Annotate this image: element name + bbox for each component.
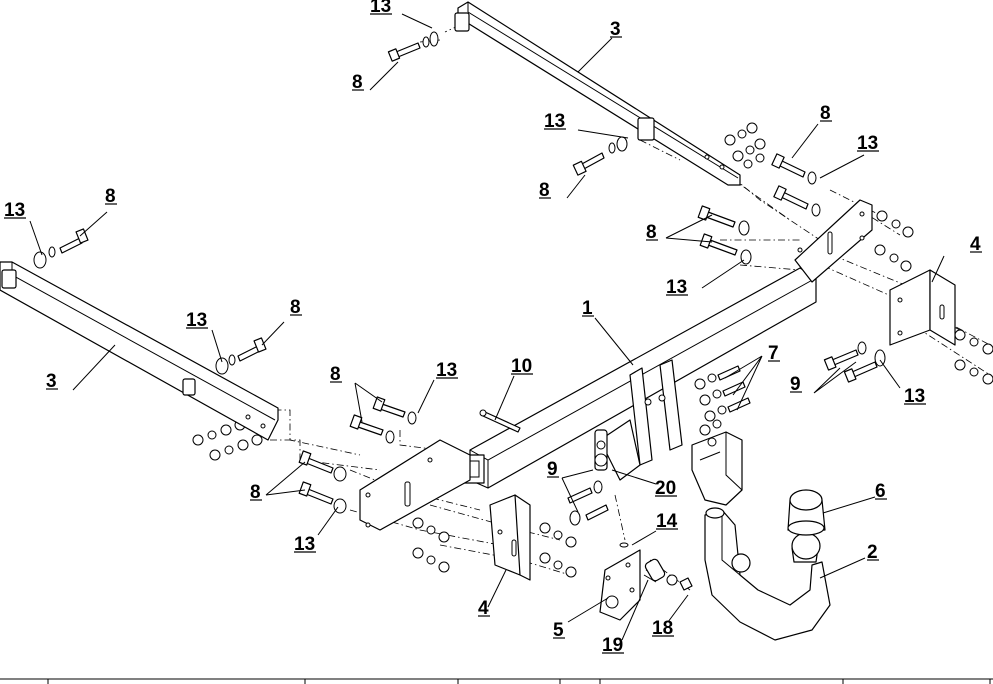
label-1: 1 — [582, 298, 593, 319]
label-13-top: 13 — [370, 0, 391, 17]
label-13-lower-left: 13 — [294, 534, 315, 555]
label-6: 6 — [875, 481, 886, 502]
label-8-center-upper: 8 — [646, 222, 657, 243]
main-cross-beam — [359, 199, 873, 531]
label-8-left: 8 — [105, 186, 116, 207]
label-10: 10 — [511, 356, 532, 377]
label-3-upper: 3 — [610, 19, 621, 40]
label-8-lower-left: 8 — [250, 482, 261, 503]
bolt-10 — [479, 409, 521, 433]
part-labels: 13 3 8 13 8 8 13 13 8 8 13 4 3 13 8 1 8 … — [4, 0, 981, 656]
label-8-upper-mid: 8 — [539, 180, 550, 201]
label-13-upper-mid: 13 — [544, 111, 565, 132]
label-18: 18 — [652, 618, 673, 639]
label-13-right: 13 — [904, 386, 925, 407]
label-4-left: 4 — [478, 598, 489, 619]
label-19: 19 — [602, 635, 623, 656]
right-bolt-set — [697, 153, 821, 265]
label-9-center: 9 — [547, 459, 558, 480]
mid-left-bolt-set — [298, 396, 417, 514]
label-14: 14 — [656, 511, 678, 532]
label-4-right: 4 — [970, 234, 981, 255]
center-bolts — [567, 429, 609, 526]
label-3-left: 3 — [46, 371, 57, 392]
bolts-7 — [694, 365, 751, 436]
leader-lines — [29, 13, 945, 641]
label-13-center-upper: 13 — [666, 277, 687, 298]
label-13-upper-right: 13 — [857, 133, 878, 154]
bracket-left — [489, 494, 531, 581]
parts-table-edge — [0, 678, 993, 684]
top-bolt-set — [387, 31, 439, 62]
label-13-left-mid: 13 — [186, 310, 207, 331]
label-8-top: 8 — [352, 72, 363, 93]
label-8-left-mid: 8 — [290, 297, 301, 318]
label-7: 7 — [768, 343, 779, 364]
nut-clusters — [192, 122, 993, 578]
label-20: 20 — [655, 478, 676, 499]
bracket-right — [889, 269, 956, 346]
side-bar-upper — [454, 1, 741, 186]
label-5: 5 — [553, 620, 564, 641]
label-13-center-left: 13 — [436, 360, 457, 381]
label-8-upper-right: 8 — [820, 103, 831, 124]
label-8-center-left: 8 — [330, 364, 341, 385]
socket-plate-assembly — [599, 542, 693, 621]
left-bolt-set — [33, 228, 267, 375]
right-lower-bolt-set — [823, 341, 886, 383]
side-bar-left — [0, 261, 279, 441]
tow-ball-and-neck — [704, 489, 831, 641]
label-2: 2 — [867, 542, 878, 563]
label-underlines — [4, 13, 982, 654]
label-13-left: 13 — [4, 200, 25, 221]
electrical-socket — [691, 431, 743, 506]
label-9-right: 9 — [790, 374, 801, 395]
